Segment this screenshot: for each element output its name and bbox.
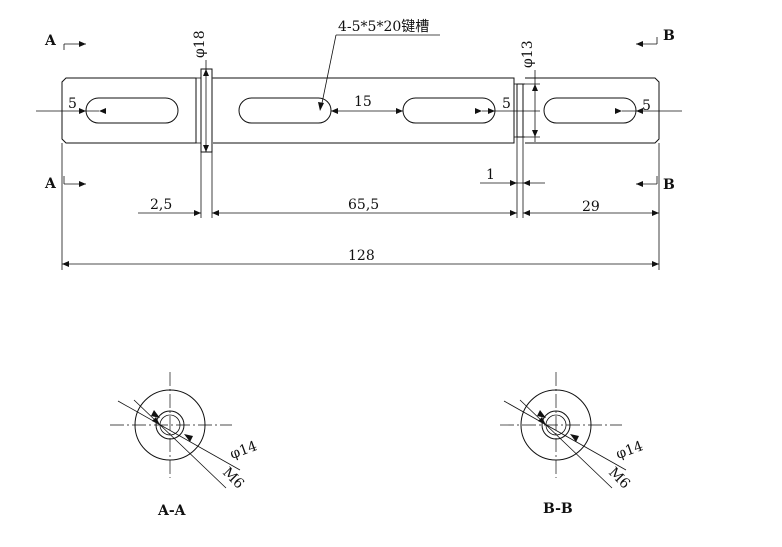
collar	[200, 68, 213, 153]
outer-circle-bb	[520, 389, 592, 461]
keyway-leader-arrow	[318, 102, 324, 111]
keyway-slot-2	[238, 97, 332, 124]
section-aa-title: A-A	[157, 503, 187, 519]
leader-m6-aa	[133, 399, 227, 489]
arrow-b-top	[636, 41, 643, 47]
dim-right: 29	[582, 199, 600, 215]
keyway-leader	[320, 34, 337, 109]
section-bb-title: B-B	[543, 501, 573, 517]
section-aa-view: φ14 M6 A-A	[110, 372, 259, 519]
groove	[516, 83, 524, 138]
dim-slot1-width: 5	[68, 96, 77, 112]
section-a-top-label: A	[44, 33, 57, 49]
thread-circle-aa	[155, 410, 185, 440]
leader-phi14-aa	[117, 400, 241, 471]
section-b-bottom-label: B	[663, 177, 675, 193]
dia-aa-label: φ14	[228, 438, 260, 463]
dia-bb-label: φ14	[614, 438, 646, 463]
keyway-callout: 4-5*5*20键槽	[338, 19, 429, 35]
dim-groove-width: 1	[486, 167, 495, 183]
keyway-slot-3	[402, 97, 496, 124]
thread-circle-bb	[541, 410, 571, 440]
keyway-slot-4	[543, 97, 637, 124]
section-bb-view: φ14 M6 B-B	[500, 372, 645, 517]
arrow-b-bottom	[636, 181, 643, 187]
dimensions-main: 4-5*5*20键槽 φ18 φ13 5 15 5 5	[36, 19, 682, 270]
leader-m6-bb	[519, 399, 613, 489]
shaft-body	[213, 77, 515, 144]
dim-overall: 128	[348, 248, 375, 264]
section-markers: A A B B	[44, 28, 675, 193]
shaft-main-view	[61, 68, 660, 153]
dim-middle: 65,5	[348, 197, 379, 213]
thread-aa-label: M6	[219, 465, 247, 493]
arrow-a-bottom	[79, 181, 86, 187]
section-a-bottom-label: A	[44, 176, 57, 192]
dia-collar-label: φ18	[192, 30, 208, 58]
dim-slot4-width: 5	[642, 98, 651, 114]
thread-bb-label: M6	[605, 465, 633, 493]
leader-phi14-bb	[503, 400, 627, 471]
section-b-top-label: B	[663, 28, 675, 44]
dim-slot3-width: 5	[502, 96, 511, 112]
dia-groove-label: φ13	[520, 40, 536, 68]
dim-slot-gap: 15	[354, 94, 372, 110]
outer-circle-aa	[134, 389, 206, 461]
arrow-a-top	[79, 41, 86, 47]
keyway-slot-1	[85, 97, 179, 124]
dim-left: 2,5	[150, 197, 172, 213]
shaft-right-end	[525, 77, 660, 144]
